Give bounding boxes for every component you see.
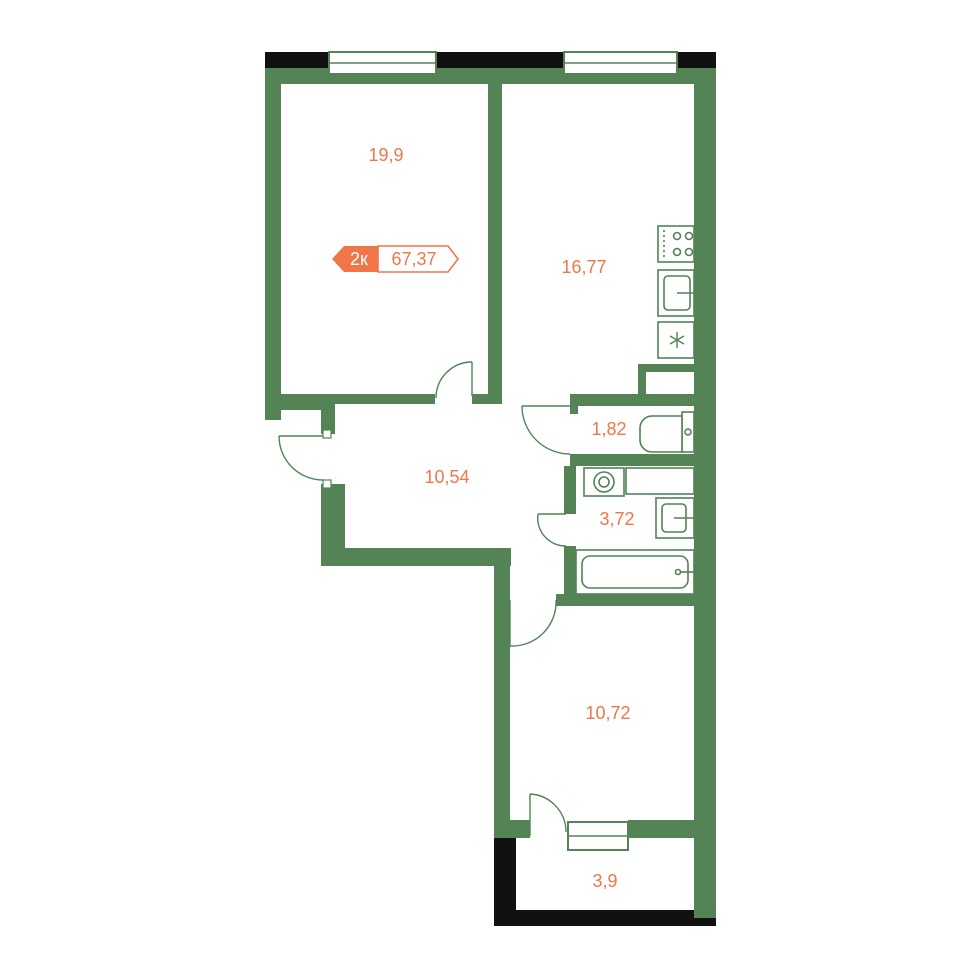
room-area-toilet: 1,82	[591, 419, 626, 439]
sink-icon	[655, 497, 695, 539]
bathtub-icon	[575, 549, 695, 595]
walls	[265, 68, 716, 918]
window-icon	[563, 51, 678, 75]
door-icon[interactable]	[537, 513, 567, 547]
room-area-room: 10,72	[585, 703, 630, 723]
apartment-badge: 2к 67,37	[332, 245, 460, 273]
room-area-bedroom: 19,9	[368, 145, 403, 165]
sink-icon	[657, 269, 695, 317]
toilet-icon	[639, 411, 695, 453]
washing-machine-icon	[583, 467, 695, 497]
door-icon[interactable]	[521, 405, 571, 455]
stove-icon	[657, 225, 695, 263]
room-area-kitchen: 16,77	[561, 257, 606, 277]
badge-total-area: 67,37	[391, 249, 436, 269]
outer-walls	[265, 52, 716, 926]
fridge-icon	[657, 321, 695, 359]
door-icon[interactable]	[278, 429, 332, 489]
window-icon	[567, 821, 629, 851]
window-icon	[328, 51, 437, 75]
room-area-hallway: 10,54	[424, 467, 469, 487]
door-icon[interactable]	[509, 599, 557, 647]
door-icon[interactable]	[435, 361, 473, 399]
door-icon[interactable]	[529, 793, 567, 836]
room-area-balcony: 3,9	[592, 871, 617, 891]
room-area-bathroom: 3,72	[599, 509, 634, 529]
badge-rooms: 2к	[350, 249, 368, 269]
